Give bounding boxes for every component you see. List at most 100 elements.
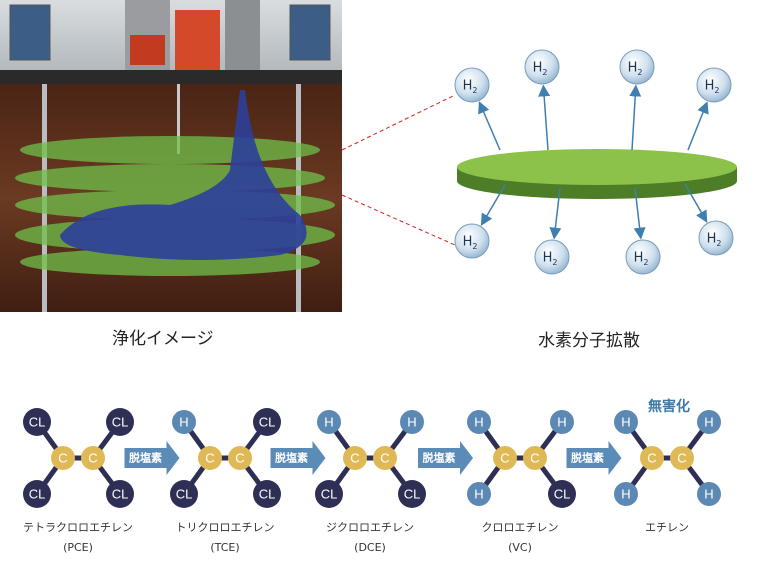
atom-label: C xyxy=(88,451,97,466)
carbon-atom xyxy=(523,446,547,470)
atom-label: C xyxy=(235,451,244,466)
hydrogen-atom xyxy=(550,410,574,434)
atom-label: C xyxy=(530,451,539,466)
atom-label: C xyxy=(500,451,509,466)
molecule-name: テトラクロロエチレン xyxy=(23,521,133,534)
atom-label: C xyxy=(677,451,686,466)
atom-label: CL xyxy=(404,487,421,502)
chlorine-atom xyxy=(315,480,343,508)
harmless-label: 無害化 xyxy=(648,399,690,415)
arrow-label: 脱塩素 xyxy=(571,451,604,465)
chlorine-atom xyxy=(23,408,51,436)
atom-label: C xyxy=(350,451,359,466)
molecule-label: ジクロロエチレン(DCE) xyxy=(300,518,440,558)
carbon-atom xyxy=(640,446,664,470)
chlorine-atom xyxy=(548,480,576,508)
atom-label: H xyxy=(474,487,483,502)
dechlorination-arrow: 脱塩素 xyxy=(566,441,622,475)
atom-label: CL xyxy=(176,487,193,502)
chlorine-atom xyxy=(106,408,134,436)
hydrogen-atom xyxy=(467,482,491,506)
hydrogen-atom xyxy=(697,410,721,434)
h2-bubble xyxy=(625,239,661,275)
chlorine-atom xyxy=(253,480,281,508)
caption-purification: 浄化イメージ xyxy=(112,329,214,349)
atom-label: H xyxy=(179,415,188,430)
atom-label: H xyxy=(407,415,416,430)
arrow-icon xyxy=(549,187,562,240)
arrow-label: 脱塩素 xyxy=(129,451,162,465)
h2-bubble xyxy=(696,67,732,103)
arrow-icon xyxy=(478,101,501,151)
hydrogen-molecule: H2 xyxy=(698,220,734,256)
molecule-name: ジクロロエチレン xyxy=(326,521,414,534)
hydrogen-atom xyxy=(697,482,721,506)
carbon-atom xyxy=(373,446,397,470)
molecule-abbr: (VC) xyxy=(508,541,532,554)
arrow-icon xyxy=(684,183,708,223)
arrow-icon xyxy=(566,441,622,475)
atom-label: CL xyxy=(259,487,276,502)
hydrogen-molecule: H2 xyxy=(524,49,560,85)
arrow-icon xyxy=(418,441,473,475)
atom-label: CL xyxy=(554,487,571,502)
chlorine-atom xyxy=(23,480,51,508)
h2-bubble xyxy=(534,239,570,275)
atom-label: H xyxy=(557,415,566,430)
h2-bubble xyxy=(454,67,490,103)
molecule-label: テトラクロロエチレン (PCE) xyxy=(8,518,148,558)
carbon-atom xyxy=(228,446,252,470)
hydrogen-molecule: H2 xyxy=(454,223,490,259)
molecule-name: エチレン xyxy=(645,521,689,534)
hydrogen-atom xyxy=(172,410,196,434)
connector-line xyxy=(341,94,456,151)
molecule-abbr: (PCE) xyxy=(63,541,93,554)
hydrogen-atom xyxy=(467,410,491,434)
chlorine-atom xyxy=(170,480,198,508)
molecule: H CL CL CL C C xyxy=(170,408,281,508)
atom-label: H xyxy=(621,487,630,502)
molecule-label: クロロエチレン (VC) xyxy=(450,518,590,558)
atom-label: CL xyxy=(112,415,129,430)
molecule-label: トリクロロエチレン(TCE) xyxy=(155,518,295,558)
h2-bubble xyxy=(454,223,490,259)
disc xyxy=(457,149,737,185)
atom-label: H xyxy=(621,415,630,430)
carbon-atom xyxy=(670,446,694,470)
atom-label: H xyxy=(704,415,713,430)
atom-label: CL xyxy=(321,487,338,502)
hydrogen-molecule: H2 xyxy=(696,67,732,103)
atom-label: H xyxy=(474,415,483,430)
hydrogen-atom xyxy=(400,410,424,434)
arrow-icon xyxy=(480,184,506,226)
hydrogen-molecule: H2 xyxy=(454,67,490,103)
h2-bubble xyxy=(524,49,560,85)
atom-label: H xyxy=(704,487,713,502)
carbon-atom xyxy=(198,446,222,470)
atom-label: CL xyxy=(29,415,46,430)
chlorine-atom xyxy=(106,480,134,508)
hydrogen-molecule: H2 xyxy=(625,239,661,275)
atom-label: C xyxy=(205,451,214,466)
atom-label: CL xyxy=(259,415,276,430)
carbon-atom xyxy=(493,446,517,470)
carbon-atom xyxy=(51,446,75,470)
hydrogen-molecule: H2 xyxy=(534,239,570,275)
hydrogen-atom xyxy=(614,410,638,434)
atom-label: C xyxy=(58,451,67,466)
arrow-icon xyxy=(124,441,180,475)
dechlorination-arrow: 脱塩素 xyxy=(270,441,326,475)
molecule-label: エチレン xyxy=(597,518,737,538)
atom-label: CL xyxy=(112,487,129,502)
arrow-icon xyxy=(633,187,646,240)
arrow-icon xyxy=(538,84,551,151)
molecule-name: クロロエチレン xyxy=(481,521,559,534)
caption-hydrogen-diffusion: 水素分子拡散 xyxy=(538,331,640,351)
hydrogen-molecule: H2 xyxy=(619,49,655,85)
dechlorination-arrow: 脱塩素 xyxy=(418,441,473,475)
